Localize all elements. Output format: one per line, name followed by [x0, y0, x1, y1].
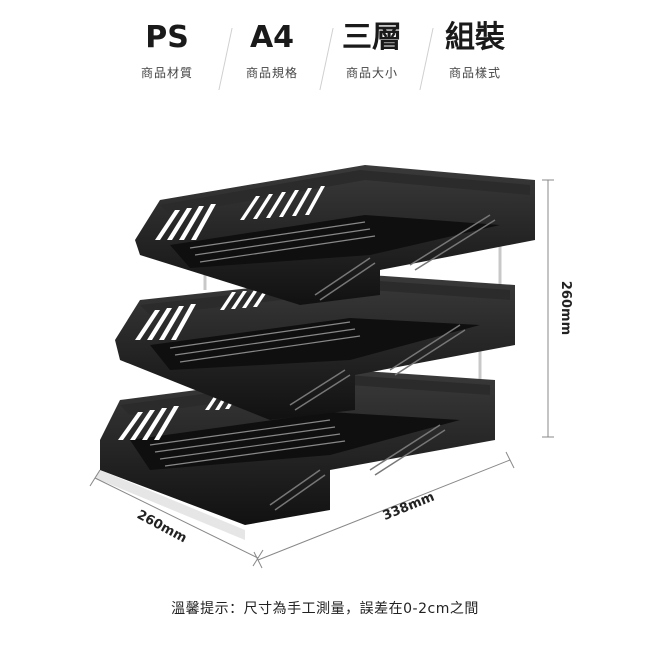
measurement-note: 溫馨提示：尺寸為手工測量，誤差在0-2cm之間 [171, 601, 479, 617]
spec-value: 組裝 [445, 20, 505, 55]
spec-style: 組裝 商品樣式 [425, 18, 525, 82]
spec-header: PS 商品材質 A4 商品規格 三層 商品大小 組裝 商品樣式 [0, 18, 650, 90]
spec-label: 商品樣式 [448, 66, 501, 80]
spec-label: 商品規格 [245, 66, 298, 80]
spec-value: A4 [249, 20, 295, 55]
spec-material: PS 商品材質 [117, 18, 217, 82]
tray-top [135, 165, 535, 305]
spec-value: 三層 [342, 20, 402, 55]
height-dimension: 260mm [542, 179, 573, 438]
height-label: 260mm [558, 281, 573, 335]
spec-value: PS [145, 20, 189, 55]
width-label: 338mm [381, 490, 437, 524]
spec-label: 商品大小 [345, 66, 398, 80]
base-shadow [95, 470, 245, 540]
spec-label: 商品材質 [140, 66, 193, 80]
spec-layers: 三層 商品大小 [322, 18, 422, 82]
tray-bottom [100, 370, 495, 525]
tray-middle [115, 275, 515, 420]
spec-size: A4 商品規格 [222, 18, 322, 82]
